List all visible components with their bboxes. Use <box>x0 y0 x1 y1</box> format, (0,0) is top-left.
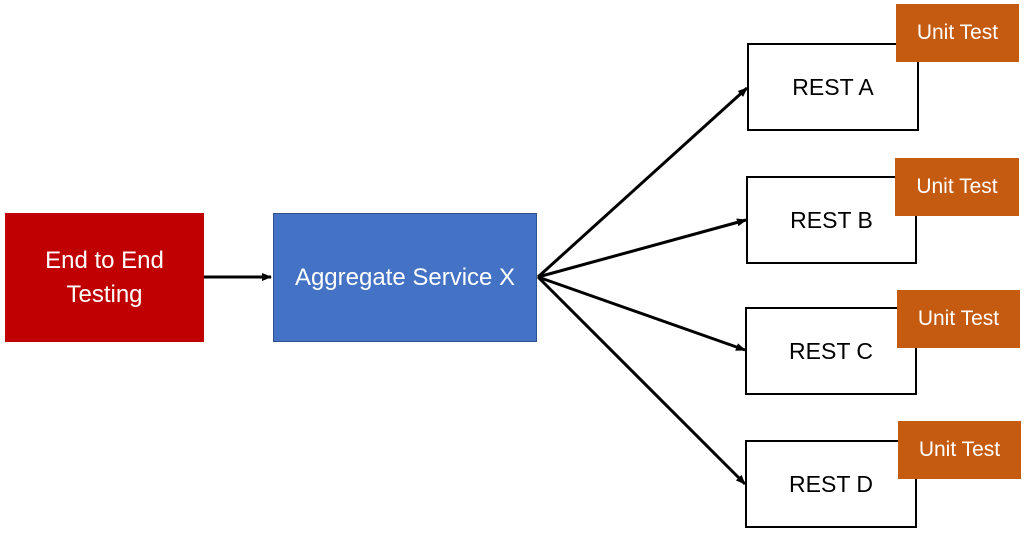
rest-c-label: REST C <box>789 337 873 364</box>
rest-a-unit-test-label: Unit Test <box>916 21 999 44</box>
e2e-label-line2: Testing <box>66 280 143 308</box>
rest-a-label: REST A <box>792 73 874 100</box>
rest-a-node: REST A <box>747 43 919 131</box>
rest-c-unit-test-label: Unit Test <box>917 307 1000 330</box>
rest-d-unit-test-badge: Unit Test <box>898 421 1021 479</box>
rest-c-unit-test-badge: Unit Test <box>897 290 1020 348</box>
rest-a-unit-test-badge: Unit Test <box>896 4 1019 62</box>
aggregate-service-node: Aggregate Service X <box>273 213 537 342</box>
rest-b-node: REST B <box>746 176 917 264</box>
e2e-label-line1: End to End <box>45 246 164 274</box>
arrow-aggregate-to-rest-d <box>536 275 747 486</box>
rest-d-node: REST D <box>745 440 917 528</box>
rest-b-unit-test-label: Unit Test <box>916 175 998 198</box>
arrow-aggregate-to-rest-b <box>537 218 747 279</box>
rest-c-node: REST C <box>745 307 917 395</box>
rest-d-label: REST D <box>789 470 873 497</box>
end-to-end-testing-node: End to End Testing <box>5 213 204 342</box>
rest-b-label: REST B <box>790 206 873 233</box>
rest-b-unit-test-badge: Unit Test <box>895 158 1019 216</box>
aggregate-service-label: Aggregate Service X <box>294 263 516 291</box>
rest-d-unit-test-label: Unit Test <box>918 438 1001 461</box>
arrow-aggregate-to-rest-c <box>537 275 746 352</box>
arrow-aggregate-to-rest-a <box>536 86 749 279</box>
